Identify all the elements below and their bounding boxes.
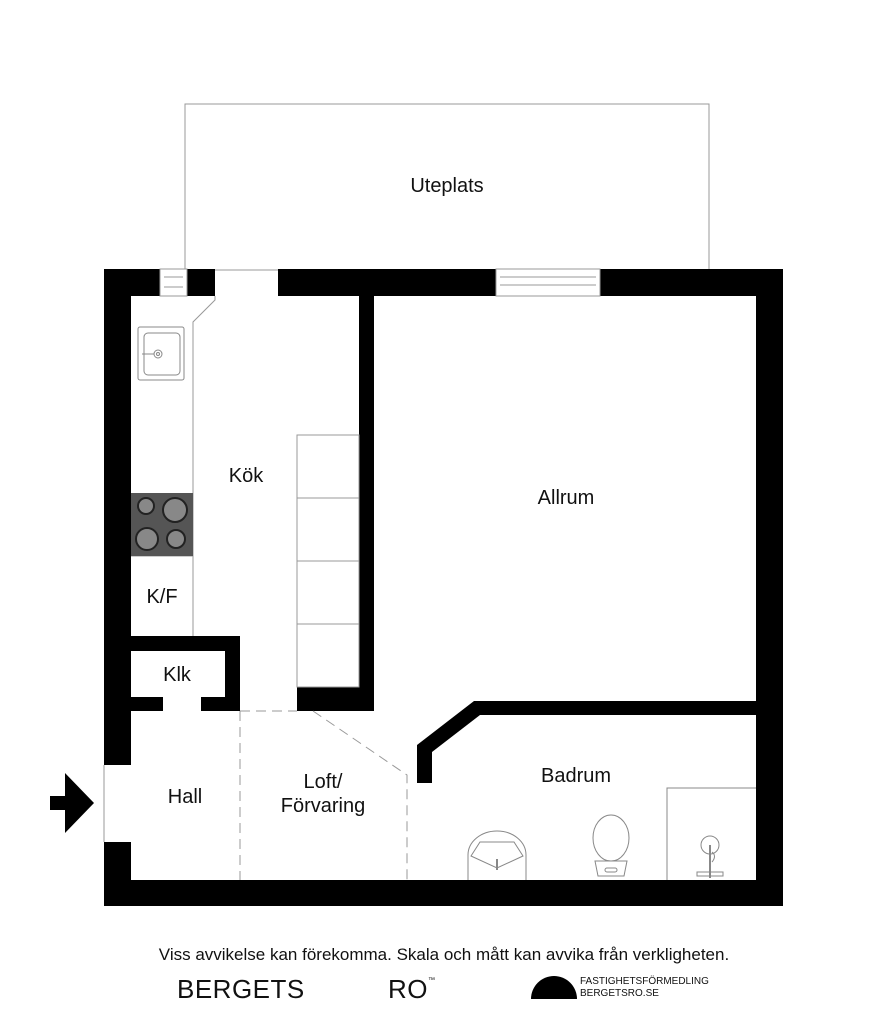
shower-icon: [666, 787, 756, 880]
room-label-uteplats: Uteplats: [410, 175, 484, 197]
logo-dome-icon: [531, 976, 577, 999]
agency-website: BERGETSRO.SE: [580, 988, 659, 999]
room-label-kf: K/F: [146, 586, 178, 608]
brand-ro: RO™: [388, 974, 436, 1005]
loft-boundary: [239, 710, 408, 880]
stove-icon: [131, 493, 193, 556]
sink-icon: [137, 326, 185, 381]
kitchen-counter: [131, 296, 360, 688]
room-label-loft: Loft/ Förvaring: [281, 770, 365, 818]
disclaimer-text: Viss avvikelse kan förekomma. Skala och …: [158, 945, 730, 964]
room-label-allrum: Allrum: [537, 487, 595, 509]
brand-bergets: BERGETS: [177, 974, 305, 1004]
window-kitchen: [159, 268, 188, 297]
room-label-kok: Kök: [228, 465, 264, 487]
room-label-loft-line1: Loft/: [303, 771, 343, 793]
room-label-badrum: Badrum: [540, 765, 612, 787]
toilet-icon: [592, 814, 630, 877]
brand-ro-text: RO: [388, 974, 428, 1004]
window-allrum: [495, 268, 601, 297]
room-label-hall: Hall: [167, 786, 203, 808]
room-label-klk: Klk: [163, 664, 191, 686]
room-label-loft-line2: Förvaring: [280, 795, 366, 817]
agency-info: FASTIGHETSFÖRMEDLING BERGETSRO.SE: [580, 976, 709, 1000]
entrance-arrow-icon: [50, 773, 94, 833]
trademark-symbol: ™: [428, 977, 436, 984]
agency-name: FASTIGHETSFÖRMEDLING: [580, 976, 709, 987]
washbasin-icon: [467, 830, 527, 880]
walls: [104, 269, 783, 906]
